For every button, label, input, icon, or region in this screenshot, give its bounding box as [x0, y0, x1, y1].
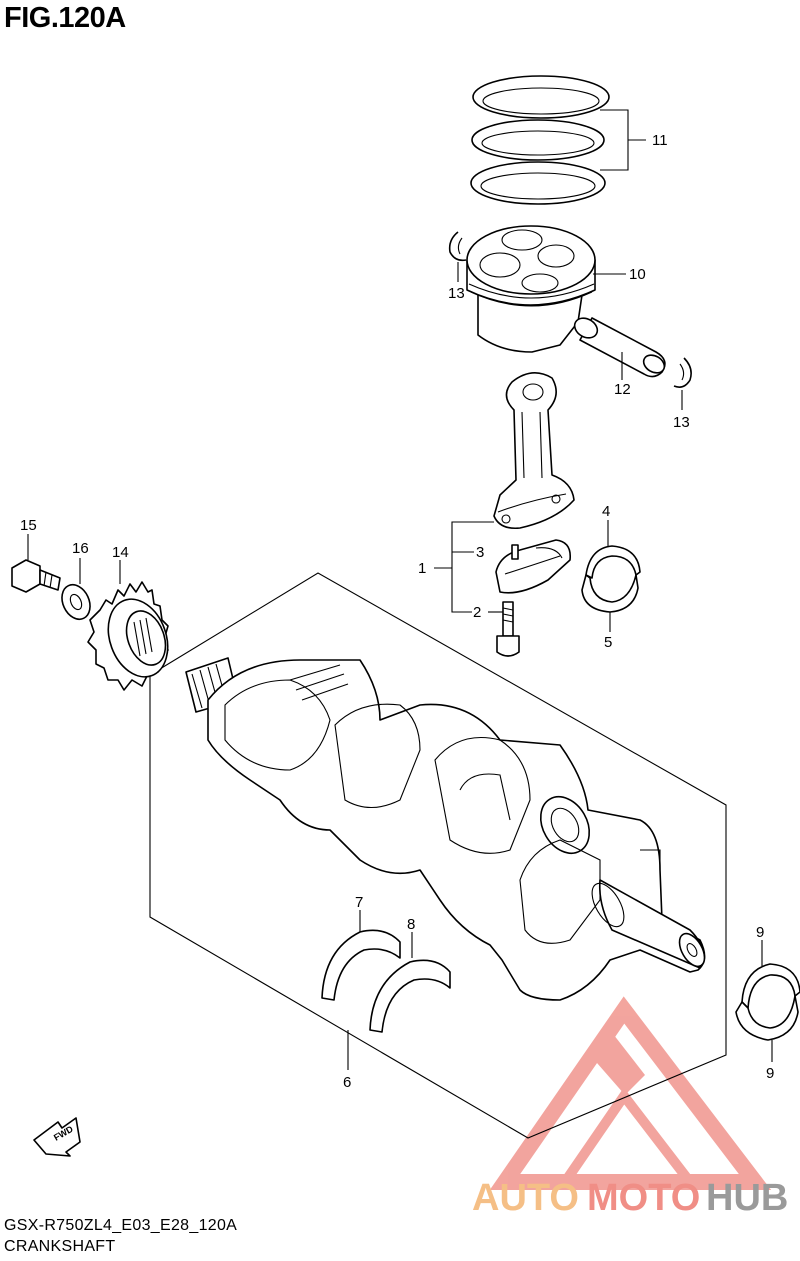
watermark-word-auto: AUTO — [472, 1177, 579, 1219]
piston-pin[interactable] — [571, 314, 667, 378]
crank-gear-washer[interactable] — [57, 580, 96, 624]
callout-10: 10 — [629, 266, 646, 283]
crankshaft-assembly-frame — [149, 572, 727, 1139]
piston-pin-circlip-right[interactable] — [673, 357, 692, 388]
watermark-word-moto: MOTO — [587, 1177, 700, 1219]
callout-9-bottom: 9 — [766, 1065, 774, 1082]
piston-pin-circlip-left[interactable] — [448, 231, 467, 262]
connecting-rod-dowel-pin[interactable] — [511, 544, 519, 560]
callout-5: 5 — [604, 634, 612, 651]
watermark-word-hub: HUB — [706, 1177, 788, 1219]
figure-title: FIG.120A — [4, 2, 126, 34]
crankshaft[interactable] — [185, 657, 710, 1001]
piston-ring-set[interactable] — [470, 75, 610, 205]
crank-pin-bearing[interactable] — [581, 545, 641, 613]
connecting-rod-cap-bolt[interactable] — [496, 601, 520, 657]
automotohub-triangle-logo — [489, 996, 772, 1190]
crankshaft-thrust-bearing[interactable] — [321, 929, 451, 1033]
automotohub-wordmark: AUTO MOTO HUB — [472, 1177, 788, 1219]
callout-7: 7 — [355, 894, 363, 911]
footer-section-name: CRANKSHAFT — [4, 1238, 116, 1255]
callout-15: 15 — [20, 517, 37, 534]
callout-2: 2 — [473, 604, 481, 621]
crankshaft-drive-gear[interactable] — [87, 581, 178, 691]
callout-16: 16 — [72, 540, 89, 557]
crank-gear-bolt[interactable] — [11, 559, 61, 593]
footer-model-code: GSX-R750ZL4_E03_E28_120A — [4, 1217, 238, 1234]
connecting-rod-cap[interactable] — [495, 539, 572, 594]
piston[interactable] — [466, 225, 596, 353]
callout-3: 3 — [476, 544, 484, 561]
callout-4: 4 — [602, 503, 610, 520]
callout-8: 8 — [407, 916, 415, 933]
crankshaft-main-bearing[interactable] — [735, 963, 800, 1041]
callout-9-top: 9 — [756, 924, 764, 941]
callout-12: 12 — [614, 381, 631, 398]
callout-1: 1 — [418, 560, 426, 577]
callout-6: 6 — [343, 1074, 351, 1091]
callout-11: 11 — [652, 132, 668, 149]
connecting-rod[interactable] — [493, 372, 575, 530]
callout-14: 14 — [112, 544, 129, 561]
callout-13-right: 13 — [673, 414, 690, 431]
fwd-arrow-icon: FWD — [33, 1117, 81, 1157]
callout-13-left: 13 — [448, 285, 465, 302]
